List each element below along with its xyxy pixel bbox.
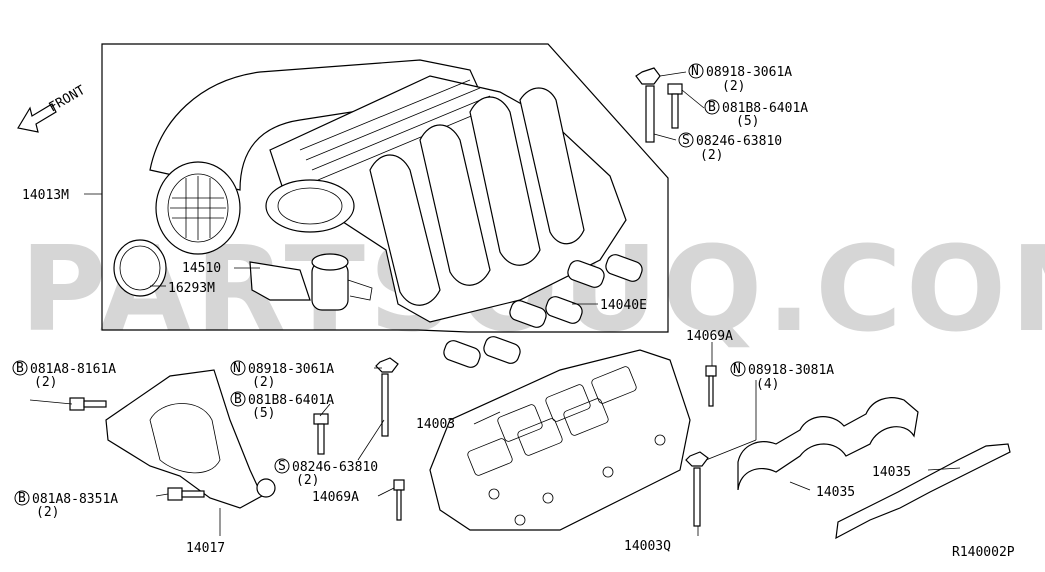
svg-text:B: B	[234, 392, 242, 407]
front-arrow-icon	[17, 103, 57, 133]
label-081A8-8161A: 081A8-8161A	[30, 362, 116, 377]
label-14035-lower: 14035	[816, 485, 855, 500]
leader-lines	[29, 71, 961, 536]
fasteners-mid	[313, 357, 399, 455]
qty-081A8-8351A: (2)	[36, 505, 59, 520]
label-08246-63810-mid: 08246-63810	[292, 460, 378, 475]
label-14035-upper: 14035	[872, 465, 911, 480]
drawing-number: R140002P	[952, 545, 1015, 560]
gaskets-14040E	[443, 254, 643, 368]
svg-text:B: B	[18, 491, 26, 506]
qty-081A8-8161A: (2)	[34, 375, 57, 390]
svg-text:B: B	[708, 100, 716, 115]
badge-S-mid: S	[274, 458, 290, 474]
label-16293M: 16293M	[168, 281, 215, 296]
label-14040E: 14040E	[600, 298, 647, 313]
label-081B8-6401A-top: 081B8-6401A	[722, 101, 808, 116]
qty-081B8-6401A-mid: (5)	[252, 406, 275, 421]
qty-08918-3061A-top: (2)	[722, 79, 745, 94]
svg-text:N: N	[233, 361, 241, 376]
badge-B-8351A: B	[14, 490, 30, 506]
svg-text:S: S	[682, 133, 690, 148]
stud-14003Q	[685, 451, 709, 527]
qty-081B8-6401A-top: (5)	[736, 114, 759, 129]
badge-B-mid: B	[230, 391, 246, 407]
svg-text:N: N	[733, 362, 741, 377]
fasteners-top-right	[635, 67, 683, 143]
label-14510: 14510	[182, 261, 221, 276]
upper-collector-frame	[101, 43, 669, 333]
stud-14069A	[393, 365, 717, 521]
label-14069A-mid: 14069A	[312, 490, 359, 505]
qty-08918-3081A: (4)	[756, 377, 779, 392]
badge-S-top: S	[678, 132, 694, 148]
label-14069A-top: 14069A	[686, 329, 733, 344]
label-08246-63810-top: 08246-63810	[696, 134, 782, 149]
badge-B-top: B	[704, 99, 720, 115]
label-08918-3061A-mid: 08918-3061A	[248, 362, 334, 377]
qty-08918-3061A-mid: (2)	[252, 375, 275, 390]
qty-08246-63810-mid: (2)	[296, 473, 319, 488]
lower-intake-manifold	[429, 349, 691, 531]
badge-N-top: N	[688, 63, 704, 79]
svg-text:S: S	[278, 459, 286, 474]
badge-B-8161A: B	[12, 360, 28, 376]
qty-08246-63810-top: (2)	[700, 148, 723, 163]
gasket-ring-16293M	[113, 239, 167, 297]
label-14017: 14017	[186, 541, 225, 556]
badge-N-3081A: N	[730, 361, 746, 377]
upper-intake-collector	[149, 59, 627, 323]
label-14003: 14003	[416, 417, 455, 432]
label-081B8-6401A-mid: 081B8-6401A	[248, 393, 334, 408]
label-081A8-8351A: 081A8-8351A	[32, 492, 118, 507]
svg-text:N: N	[691, 64, 699, 79]
svg-text:B: B	[16, 361, 24, 376]
badge-N-mid: N	[230, 360, 246, 376]
label-08918-3061A-top: 08918-3061A	[706, 65, 792, 80]
label-14013M: 14013M	[22, 188, 69, 203]
heat-shield-14017	[69, 369, 276, 509]
valve-14510	[249, 253, 373, 311]
label-14003Q: 14003Q	[624, 539, 671, 554]
label-08918-3081A: 08918-3081A	[748, 363, 834, 378]
gaskets-14035	[737, 397, 1011, 540]
front-label: FRONT	[47, 83, 89, 116]
